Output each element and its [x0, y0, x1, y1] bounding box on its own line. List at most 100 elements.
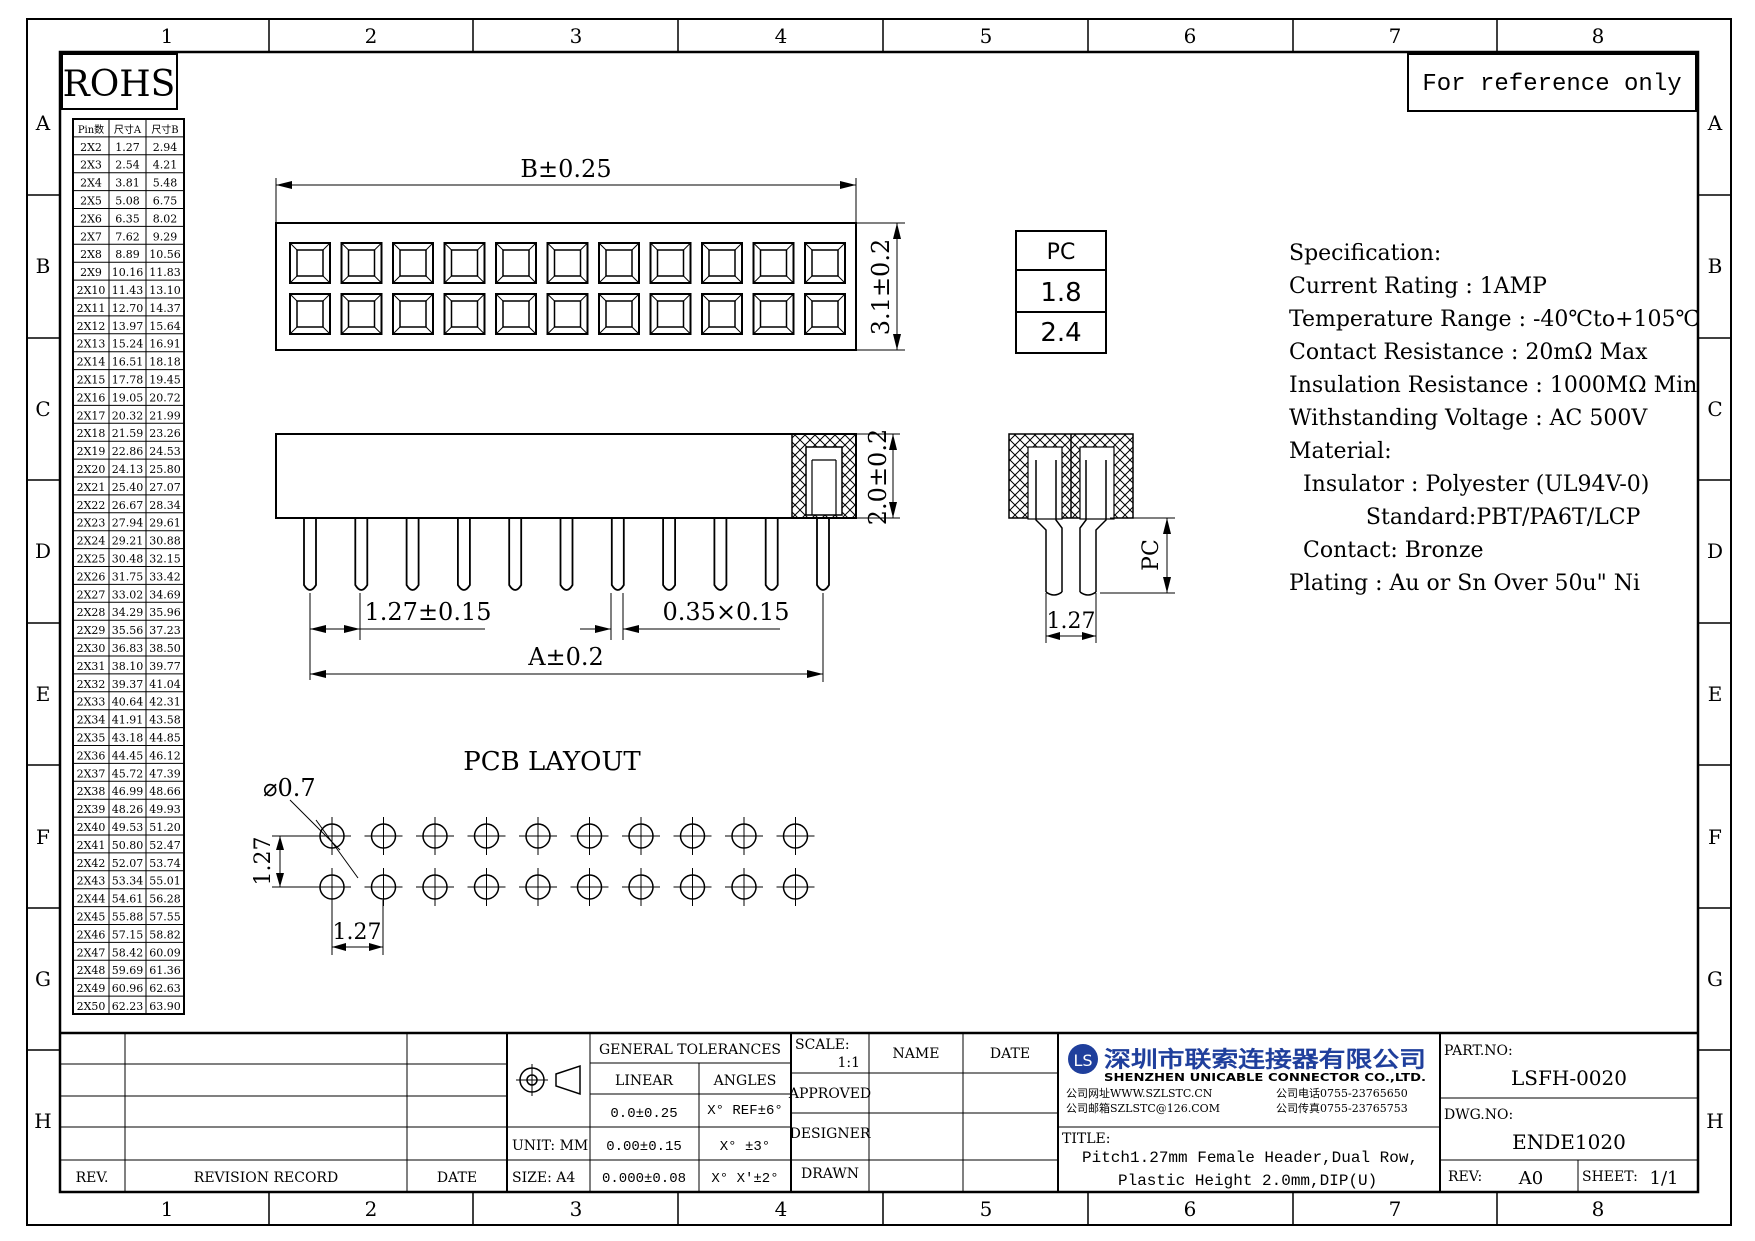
pin-table-cell: 2X25 [77, 553, 106, 566]
pin-table-cell: 11.43 [112, 284, 144, 297]
pin-table-cell: 37.23 [149, 624, 181, 637]
front-view: 2.0±0.2 1.27±0.15 0.35×0.15 A±0.2 [275, 429, 900, 682]
pin-table-cell: 2X5 [80, 195, 102, 208]
pin-table-cell: 51.20 [149, 821, 181, 834]
zone-col-bottom: 8 [1592, 1197, 1605, 1221]
pin-table-cell: 2X42 [77, 857, 106, 870]
pin-table-cell: 2X18 [77, 427, 106, 440]
contact-cell [804, 293, 846, 335]
pin-lead [816, 518, 830, 591]
pin-table-cell: 2.54 [115, 159, 140, 172]
zone-row-right: A [1707, 111, 1723, 135]
pin-table-cell: 42.31 [149, 696, 181, 709]
pin-table-cell: 18.18 [149, 356, 181, 369]
pin-table-cell: 2X7 [80, 230, 102, 243]
pin-table-cell: 2X10 [77, 284, 106, 297]
pin-table-cell: 2X21 [77, 481, 106, 494]
contact-cell [701, 293, 743, 335]
pin-lead [303, 518, 317, 591]
pin-table-cell: 40.64 [112, 696, 144, 709]
pin-table-cell: 39.37 [112, 678, 144, 691]
company-logo-mark: LS [1073, 1051, 1092, 1070]
pin-table-cell: 2X47 [77, 946, 106, 959]
tb-title-line1: Pitch1.27mm Female Header,Dual Row, [1082, 1149, 1418, 1167]
pin-table-cell: 28.34 [149, 499, 181, 512]
contact-cell [443, 242, 486, 284]
inner-border [58, 50, 1700, 1194]
pin-table-cell: 2X41 [77, 839, 106, 852]
pin-table-cell: 2X24 [77, 535, 106, 548]
tb-designer: DESIGNER [790, 1126, 871, 1142]
pin-lead [405, 518, 420, 591]
pin-table-cell: 60.96 [112, 982, 144, 995]
tb-company-en: SHENZHEN UNICABLE CONNECTOR CO.,LTD. [1104, 1071, 1426, 1084]
pin-table-cell: 23.26 [149, 427, 181, 440]
zone-row-left: C [35, 397, 50, 421]
zone-col-bottom: 2 [365, 1197, 378, 1221]
tb-revision-record: REVISION RECORD [194, 1170, 338, 1186]
zone-row-left: D [35, 539, 51, 563]
pin-table-cell: 59.69 [112, 964, 144, 977]
contact-cell [804, 242, 846, 284]
dim-side-pitch: 1.27 [1047, 609, 1096, 634]
pin-table-cell: 43.58 [149, 714, 181, 727]
contact-cell [598, 293, 640, 335]
tb-date2-col: DATE [990, 1046, 1030, 1062]
tb-angle-3: X° X'±2° [711, 1171, 778, 1187]
pin-table-cell: 2X9 [80, 266, 102, 279]
zone-col-top: 4 [775, 24, 788, 48]
zone-col-bottom: 5 [980, 1197, 993, 1221]
pin-table-cell: 52.07 [112, 857, 144, 870]
pin-table-cell: 53.34 [112, 875, 144, 888]
pin-table-cell: 20.72 [149, 391, 181, 404]
pin-table-cell: 2X20 [77, 463, 106, 476]
spec-line: Standard:PBT/PA6T/LCP [1289, 505, 1641, 530]
pin-lead [764, 518, 779, 591]
pin-table-cell: 2X38 [77, 785, 106, 798]
tb-company-web: 公司网址WWW.SZLSTC.CN [1066, 1086, 1213, 1100]
tb-company-email: 公司邮箱SZLSTC@126.COM [1066, 1101, 1220, 1115]
tb-date-col: DATE [437, 1170, 477, 1186]
tb-part-no: LSFH-0020 [1511, 1066, 1627, 1090]
pin-table-cell: 49.53 [112, 821, 144, 834]
pin-table-cell: 1.27 [115, 141, 140, 154]
contact-cell [649, 242, 692, 284]
spec-line: Insulator : Polyester (UL94V-0) [1289, 472, 1649, 497]
pin-table-cell: 2X45 [77, 911, 106, 924]
pin-table-cell: 2X27 [77, 588, 106, 601]
tb-name-col: NAME [893, 1046, 940, 1062]
pin-table-cell: 2X13 [77, 338, 106, 351]
contact-cell [649, 293, 692, 335]
pin-table-cell: 58.82 [149, 928, 181, 941]
tb-linear: LINEAR [615, 1073, 673, 1089]
pcb-layout: PCB LAYOUT ⌀0.7 1.27 1.27 [251, 747, 815, 955]
reference-note: For reference only [1422, 71, 1681, 98]
pin-table-cell: 2X2 [80, 141, 102, 154]
zone-col-top: 3 [570, 24, 583, 48]
pin-table-header: Pin数 [78, 123, 104, 136]
tb-size: SIZE: A4 [512, 1170, 575, 1186]
pin-table-cell: 3.81 [115, 177, 140, 190]
dim-height-top: 3.1±0.2 [867, 239, 895, 335]
pc-value-2: 2.4 [1040, 318, 1081, 348]
pin-table-cell: 55.88 [112, 911, 144, 924]
pin-table-cell: 2X31 [77, 660, 106, 673]
zone-grid [27, 19, 1731, 1225]
pin-table-cell: 2X37 [77, 767, 106, 780]
spec-line: Contact Resistance : 20mΩ Max [1289, 340, 1648, 365]
contact-cell [289, 242, 331, 284]
tb-part-no-label: PART.NO: [1444, 1043, 1513, 1059]
pin-table-cell: 14.37 [149, 302, 181, 315]
outer-border [26, 18, 1732, 1226]
pin-table-cell: 13.10 [149, 284, 181, 297]
pin-table-cell: 2X3 [80, 159, 102, 172]
zone-row-right: B [1708, 254, 1723, 278]
pin-table-cell: 62.23 [112, 1000, 144, 1013]
dim-height-side: 2.0±0.2 [864, 429, 892, 525]
zone-col-bottom: 6 [1184, 1197, 1197, 1221]
pin-table-cell: 29.21 [112, 535, 144, 548]
pin-table-cell: 50.80 [112, 839, 144, 852]
pin-table-cell: 33.42 [149, 570, 181, 583]
title-block [60, 1031, 1698, 1192]
pin-table-cell: 52.47 [149, 839, 181, 852]
